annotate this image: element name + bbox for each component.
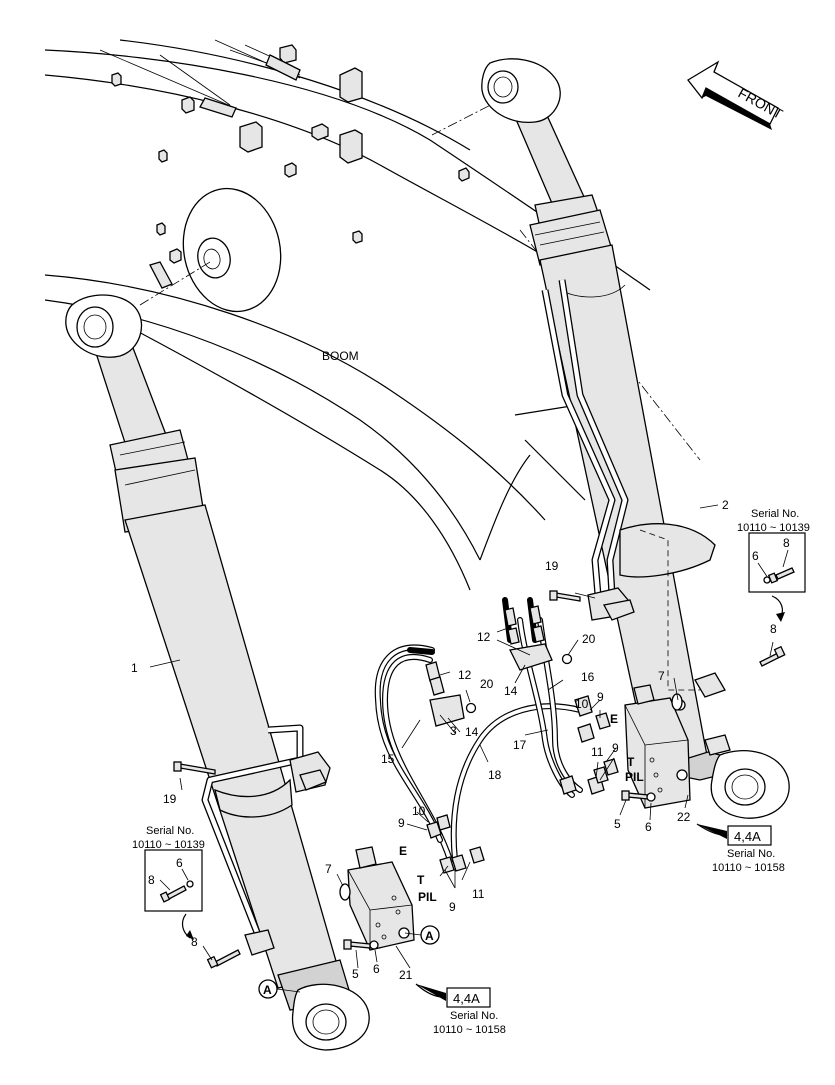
boom-pin-plate xyxy=(182,187,282,313)
front-arrow: FRONT xyxy=(687,60,786,130)
callout-1: 1 xyxy=(131,661,138,675)
callout-12-left: 12 xyxy=(458,668,472,682)
inset-right: Serial No. 10110 ~ 10139 6 8 xyxy=(737,508,810,622)
port-e-left: E xyxy=(399,844,407,858)
ref-right-serial-range: 10110 ~ 10158 xyxy=(712,862,785,874)
boom-label: BOOM xyxy=(322,349,359,363)
callout-20-left: 20 xyxy=(480,677,494,691)
boom-cylinder-left xyxy=(65,294,370,1051)
leader-lines xyxy=(149,504,774,969)
callout-21: 21 xyxy=(399,968,413,982)
callout-11-left: 11 xyxy=(472,887,485,901)
valve-block-left xyxy=(343,846,415,951)
callout-17: 17 xyxy=(513,738,527,752)
inset-left-serial-range: 10110 ~ 10139 xyxy=(132,839,205,851)
right-clamp xyxy=(587,523,716,691)
callout-14-left: 14 xyxy=(465,725,479,739)
port-labels: E T PIL E T PIL xyxy=(399,712,644,904)
port-t-left: T xyxy=(417,873,425,887)
callout-6-left: 6 xyxy=(373,962,380,976)
callout-19-left: 19 xyxy=(163,792,177,806)
ref-right-box: 4,4A xyxy=(734,829,761,844)
inset-right-serial-range: 10110 ~ 10139 xyxy=(737,522,810,534)
callout-15: 15 xyxy=(381,752,395,766)
inset-left: Serial No. 10110 ~ 10139 6 8 xyxy=(132,825,205,940)
callout-10-right: 10 xyxy=(575,697,589,711)
callout-11-right: 11 xyxy=(591,745,604,759)
callout-18: 18 xyxy=(488,768,502,782)
ref-box-left: 4,4A Serial No. 10110 ~ 10158 xyxy=(415,983,506,1036)
callout-7-left: 7 xyxy=(325,862,332,876)
callout-19-right: 19 xyxy=(545,559,559,573)
ref-left-serial-label: Serial No. xyxy=(450,1010,498,1022)
callout-16: 16 xyxy=(581,670,595,684)
inset-right-serial-label: Serial No. xyxy=(751,508,799,520)
left-clamp xyxy=(214,751,331,818)
o-ring-7-left xyxy=(339,883,351,901)
right-cylinder-tubes xyxy=(541,279,629,596)
inset-left-serial-label: Serial No. xyxy=(146,825,194,837)
callout-9d: 9 xyxy=(612,741,619,755)
callout-22: 22 xyxy=(677,810,691,824)
port-pil-left: PIL xyxy=(418,890,437,904)
callout-10-left: 10 xyxy=(412,804,426,818)
callout-5-right: 5 xyxy=(614,817,621,831)
ref-left-box: 4,4A xyxy=(453,991,480,1006)
port-pil-right: PIL xyxy=(625,770,644,784)
callout-numbers: 1 2 3 5 5 6 6 7 7 8 8 9 9 9 9 10 10 11 1… xyxy=(131,498,777,982)
callout-7-right: 7 xyxy=(658,669,665,683)
inset-left-8: 8 xyxy=(148,873,155,887)
fittings xyxy=(425,605,619,874)
left-cylinder-tubes xyxy=(201,724,304,956)
bolts-8 xyxy=(206,645,786,969)
boom-small-parts xyxy=(111,44,470,289)
callout-14-right: 14 xyxy=(504,684,518,698)
svg-text:A: A xyxy=(425,929,434,943)
callout-12-right: 12 xyxy=(477,630,491,644)
bolts-19 xyxy=(173,590,581,775)
callout-5-left: 5 xyxy=(352,967,359,981)
callout-9b: 9 xyxy=(449,900,456,914)
callout-9c: 9 xyxy=(597,690,604,704)
detail-marker-left-bottom: A xyxy=(258,979,301,999)
callout-20-right: 20 xyxy=(582,632,596,646)
boom-cylinder-right xyxy=(481,58,790,819)
port-t-right: T xyxy=(627,755,635,769)
ref-box-right: 4,4A Serial No. 10110 ~ 10158 xyxy=(696,823,785,874)
callout-9a: 9 xyxy=(398,816,405,830)
callout-8-right: 8 xyxy=(770,622,777,636)
callout-6-right: 6 xyxy=(645,820,652,834)
ref-right-serial-label: Serial No. xyxy=(727,848,775,860)
callout-8-left: 8 xyxy=(191,935,198,949)
svg-text:A: A xyxy=(263,983,272,997)
port-e-right: E xyxy=(610,712,618,726)
inset-right-8: 8 xyxy=(783,536,790,550)
callout-3: 3 xyxy=(450,724,457,738)
callout-2: 2 xyxy=(722,498,729,512)
detail-marker-left-valve: A xyxy=(404,925,440,945)
ref-left-serial-range: 10110 ~ 10158 xyxy=(433,1024,506,1036)
inset-right-6: 6 xyxy=(752,549,759,563)
inset-left-6: 6 xyxy=(176,856,183,870)
